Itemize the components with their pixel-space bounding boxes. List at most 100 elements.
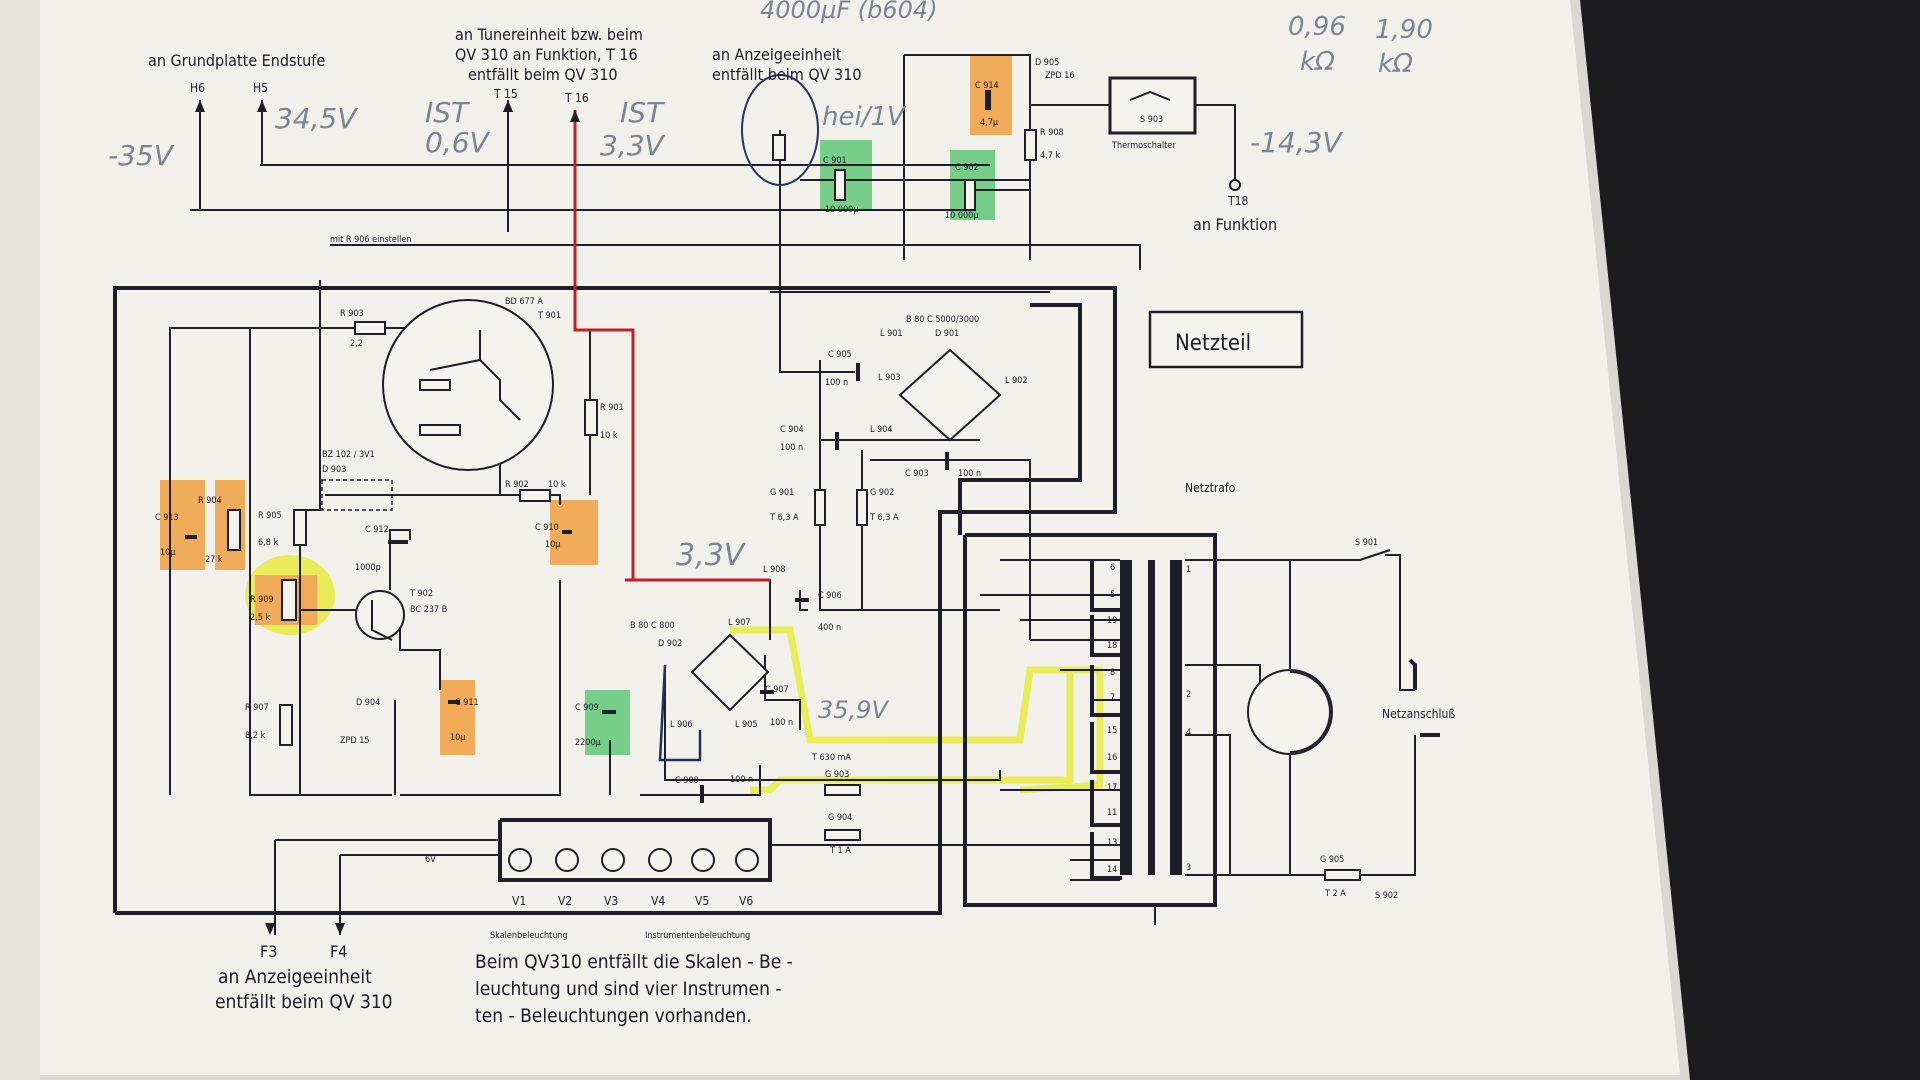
hand-unit1: kΩ	[1300, 47, 1335, 77]
label-d903: D 903	[322, 465, 346, 475]
label-c904: C 904	[780, 425, 804, 435]
label-s902: S 902	[1375, 891, 1398, 901]
capacitor-c912	[388, 540, 408, 544]
highlight-c910	[550, 500, 598, 565]
label-d904: D 904	[356, 698, 380, 708]
label-instrumentenbeleuchtung: Instrumentenbeleuchtung	[645, 931, 750, 941]
fuse-g905	[1324, 869, 1361, 881]
red-wire-t16	[573, 110, 635, 582]
label-c902-val: 10 000µ	[945, 211, 978, 221]
label-bridge2: B 80 C 800	[630, 621, 675, 631]
label-tuner-1: an Tunereinheit bzw. beim	[455, 25, 643, 44]
label-c903-val: 100 n	[958, 469, 981, 479]
wire-d905	[904, 54, 1031, 260]
outer-frame	[113, 286, 1117, 915]
resistor-r907	[279, 704, 293, 746]
wire-s902	[1390, 735, 1416, 876]
label-bridge1: B 80 C 5000/3000	[906, 315, 979, 325]
tap-label: 6	[1110, 563, 1115, 573]
label-t902: T 902	[409, 589, 433, 599]
label-l905: L 905	[735, 720, 758, 730]
label-c908-val: 100 n	[730, 775, 753, 785]
transformer-secondary-core	[1120, 560, 1132, 875]
label-g901-val: T 6,3 A	[769, 513, 799, 523]
label-fuse-630: T 630 mA	[811, 753, 851, 763]
tap-label: 5	[1110, 590, 1115, 600]
tap-label: 8	[1110, 668, 1115, 678]
label-f3: F3	[260, 942, 277, 961]
arrow-t16	[570, 110, 580, 122]
wire-c906	[799, 590, 808, 611]
wire-c907	[764, 655, 801, 730]
tap-label: 15	[1107, 726, 1117, 736]
label-d902: D 902	[658, 639, 682, 649]
hand-unit2: kΩ	[1378, 49, 1413, 79]
wire-c910	[400, 580, 561, 796]
label-c912: C 912	[365, 525, 389, 535]
arrow-h6	[195, 100, 205, 112]
label-d904-type: ZPD 15	[340, 736, 370, 746]
label-c913: C 913	[155, 513, 179, 523]
wire-c912	[389, 529, 411, 590]
label-r908: R 908	[1040, 128, 1064, 138]
label-display-2: entfällt beim QV 310	[712, 65, 862, 84]
winding-box-1	[1090, 560, 1122, 612]
terminal-t18	[1229, 179, 1241, 191]
hand-neg35: -35V	[108, 139, 175, 172]
label-thermo: S 903	[1140, 115, 1163, 125]
label-r904-val: 27 k	[205, 555, 223, 565]
capacitor-c908	[700, 785, 704, 803]
capacitor-c902	[964, 179, 976, 211]
label-l903: L 903	[878, 373, 901, 383]
label-l908: L 908	[763, 565, 786, 575]
component-labels: mit R 906 einstellen BD 677 A T 901 R 90…	[155, 58, 1455, 901]
label-r902-val: 10 k	[548, 480, 566, 490]
label-r906-note: mit R 906 einstellen	[330, 235, 411, 245]
lamp-v3	[601, 848, 625, 872]
winding-box-4	[1090, 722, 1122, 774]
transformer-tap-labels: 6 5 19 18 8 7 15 16 17 11 13 14 1 2 4 3	[1107, 563, 1191, 875]
winding-box-2	[1090, 615, 1122, 657]
capacitor-c913	[185, 535, 197, 539]
arrow-f3	[265, 923, 275, 935]
t901-resistor-1	[419, 379, 451, 391]
resistor-r901	[584, 399, 598, 436]
hand-top-note: 4000µF (b604)	[760, 0, 938, 24]
lamp-label: V4	[651, 894, 665, 908]
label-c911-val: 10µ	[450, 733, 465, 743]
label-c904-val: 100 n	[780, 443, 803, 453]
label-d901: D 901	[935, 329, 959, 339]
label-endstufe: an Grundplatte Endstufe	[148, 51, 325, 70]
hand-meas1: 0,96	[1288, 12, 1346, 42]
rail-mid	[330, 244, 1141, 270]
capacitor-c901	[834, 169, 846, 201]
wire-t902-e	[399, 615, 441, 690]
label-funktion: an Funktion	[1193, 215, 1277, 234]
label-r909: R 909	[250, 595, 274, 605]
tap-label: 19	[1107, 616, 1117, 626]
lamp-box	[498, 818, 772, 882]
label-g904: G 904	[828, 813, 852, 823]
label-h6: H6	[190, 81, 205, 95]
label-g903: G 903	[825, 770, 849, 780]
label-r909-val: 2,5 k	[250, 613, 270, 623]
label-r907: R 907	[245, 703, 269, 713]
label-c901-val: 10 000µ	[825, 205, 858, 215]
potentiometer-r909	[281, 579, 297, 621]
transformer-core-bar	[1148, 560, 1155, 875]
netzteil-title-box	[1148, 310, 1304, 369]
highlight-c911	[440, 680, 475, 755]
label-skalenbeleuchtung: Skalenbeleuchtung	[490, 931, 568, 941]
label-r905: R 905	[258, 511, 282, 521]
tap-label: 14	[1107, 865, 1117, 875]
label-c902: C 902	[955, 163, 979, 173]
arrow-t15	[503, 100, 513, 112]
fuse-g903	[824, 784, 861, 796]
lamp-v1	[508, 848, 532, 872]
label-r901: R 901	[600, 403, 624, 413]
label-bottom-display-2: entfällt beim QV 310	[215, 991, 393, 1013]
label-tuner-3: entfällt beim QV 310	[468, 65, 618, 84]
label-c906-val: 400 n	[818, 623, 841, 633]
hand-v33mid: 3,3V	[676, 538, 747, 573]
